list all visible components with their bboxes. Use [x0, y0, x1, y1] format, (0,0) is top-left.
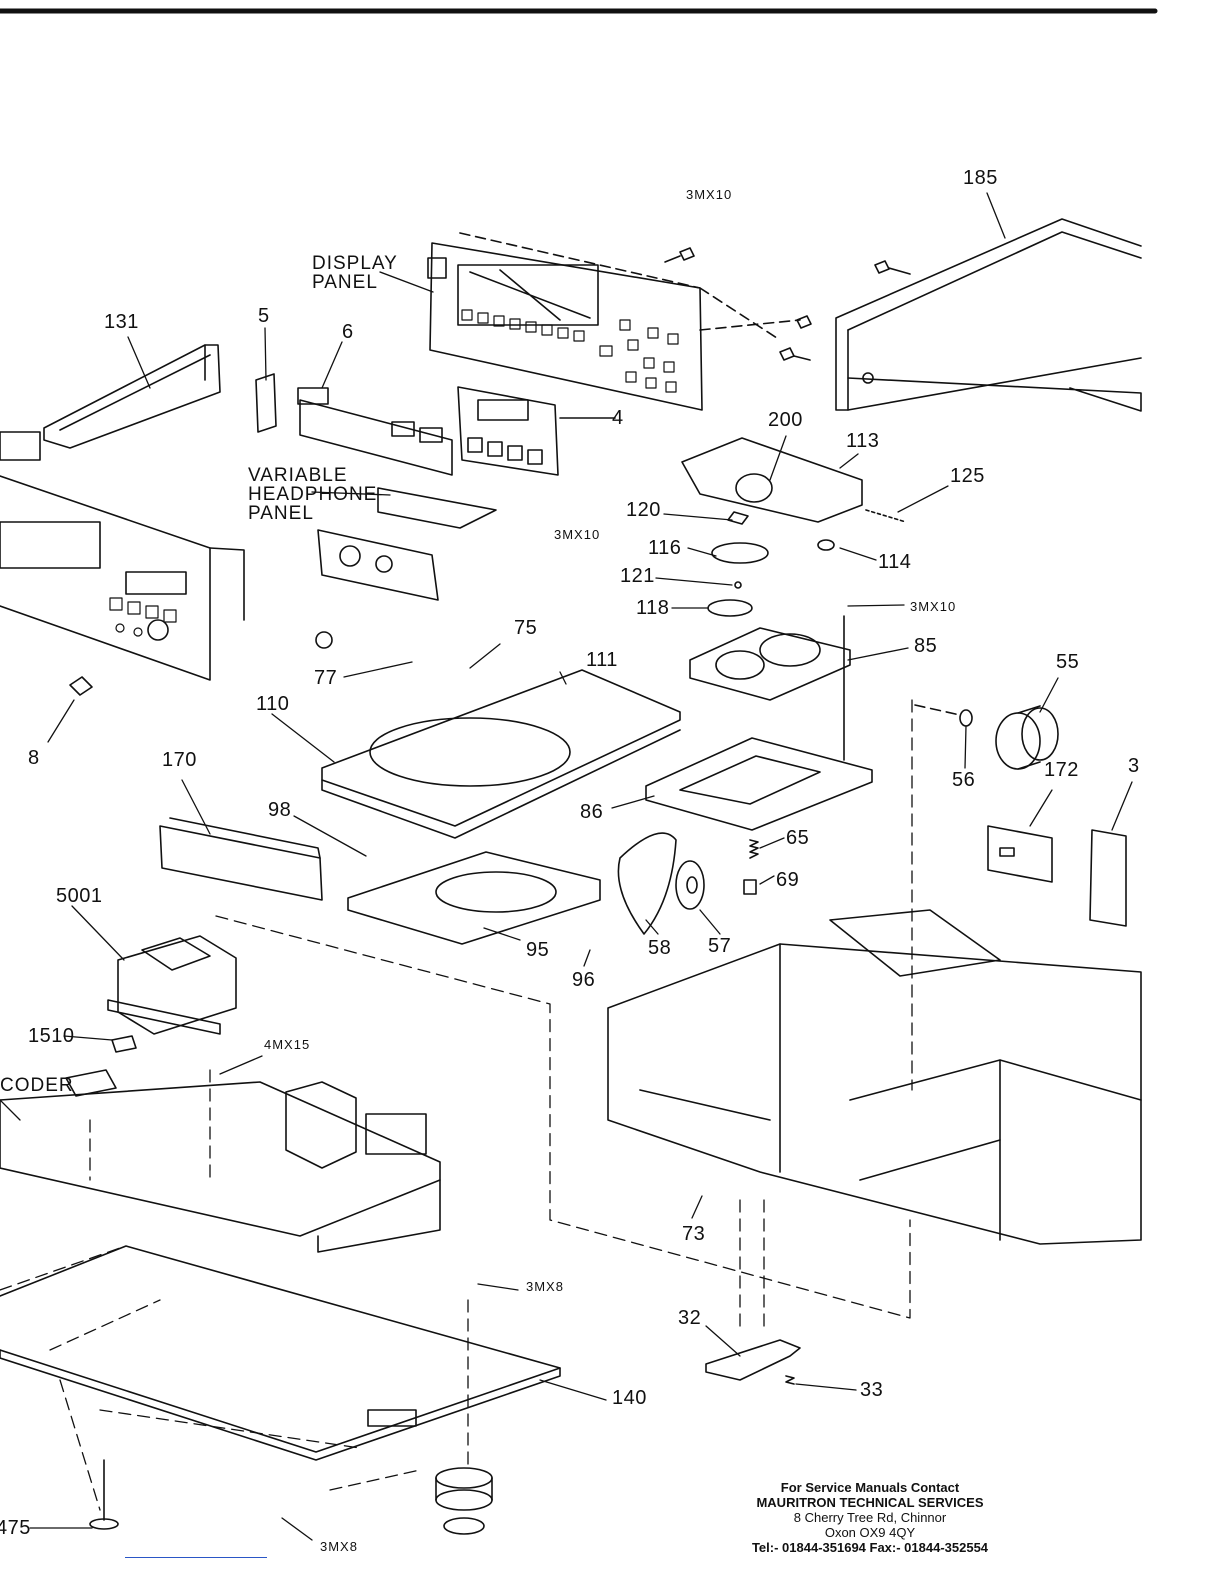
- screw-label-3mx10-right: 3MX10: [910, 599, 957, 614]
- spring-65-69: [743, 839, 759, 895]
- bracket-3: [1089, 829, 1127, 927]
- shaft-475: [89, 1459, 119, 1530]
- part-label-120: 120: [626, 499, 661, 521]
- part-label-125: 125: [950, 465, 985, 487]
- part-label-185: 185: [963, 167, 998, 189]
- contact-line-4: Oxon OX9 4QY: [824, 1525, 916, 1540]
- top-cover-185: [835, 218, 1142, 412]
- part-label-6: 6: [342, 321, 354, 343]
- headphone-panel: [315, 487, 497, 649]
- label-variable-headphone-panel: VARIABLE HEADPHONE PANEL: [248, 465, 378, 524]
- screws-top: [664, 247, 911, 361]
- part-label-33: 33: [860, 1379, 884, 1401]
- part-label-114: 114: [878, 551, 912, 573]
- part-label-170: 170: [162, 749, 197, 771]
- part-label-32: 32: [678, 1307, 702, 1329]
- part-label-96: 96: [572, 969, 596, 991]
- part-label-131: 131: [104, 311, 139, 333]
- part-label-55: 55: [1056, 651, 1080, 673]
- bottom-cover-140: [0, 1245, 561, 1461]
- part-label-3: 3: [1128, 755, 1140, 777]
- belt-58: [617, 832, 677, 935]
- service-contact: For Service Manuals Contact MAURITRON TE…: [740, 1480, 1000, 1555]
- contact-line-1: For Service Manuals Contact: [780, 1480, 960, 1495]
- part-label-1510: 1510: [28, 1025, 75, 1047]
- part-label-121: 121: [620, 565, 655, 587]
- switch-block-4: [457, 386, 616, 476]
- part-label-58: 58: [648, 937, 672, 959]
- lever-32: [705, 1339, 801, 1385]
- switch-bracket-6: [255, 373, 453, 476]
- front-panel: [0, 475, 245, 696]
- part-label-95: 95: [526, 939, 550, 961]
- part-label-5001: 5001: [56, 885, 103, 907]
- part-label-98: 98: [268, 799, 292, 821]
- part-label-113: 113: [846, 430, 880, 452]
- fuse-1510: [111, 1035, 137, 1053]
- part-label-140: 140: [612, 1387, 647, 1409]
- part-label-111: 111: [586, 649, 618, 671]
- screw-label-3mx10-mid: 3MX10: [554, 527, 601, 542]
- part-label-118: 118: [636, 597, 670, 619]
- part-label-57: 57: [708, 935, 732, 957]
- part-label-5: 5: [258, 305, 270, 327]
- loader-frame-86: [645, 737, 873, 831]
- part-label-56: 56: [952, 769, 976, 791]
- part-label-75: 75: [514, 617, 538, 639]
- contact-line-3: 8 Cherry Tree Rd, Chinnor: [793, 1510, 947, 1525]
- part-label-4: 4: [612, 407, 624, 429]
- tray-base-95: [347, 851, 601, 945]
- part-label-65: 65: [786, 827, 810, 849]
- bracket-131: [0, 344, 221, 461]
- transformer-5001: [107, 935, 237, 1035]
- label-encoder: CODER: [0, 1075, 74, 1096]
- screw-label-4mx15: 4MX15: [264, 1037, 311, 1052]
- chassis: [607, 909, 1142, 1245]
- link-underline: [125, 1557, 267, 1558]
- part-label-116: 116: [648, 537, 682, 559]
- label-display-panel: DISPLAY PANEL: [312, 253, 398, 293]
- part-label-200: 200: [768, 409, 803, 431]
- spindle-motor-85: [689, 615, 851, 761]
- clamp-assembly-113: [681, 437, 907, 617]
- display-panel-pcb: [427, 232, 801, 411]
- pulley-57: [675, 860, 705, 910]
- assembly-lines: [0, 699, 913, 1511]
- part-label-172: 172: [1044, 759, 1079, 781]
- disc-tray-110: [321, 669, 681, 839]
- contact-line-5: Tel:- 01844-351694 Fax:- 01844-352554: [751, 1540, 989, 1555]
- part-label-73: 73: [682, 1223, 706, 1245]
- part-label-8: 8: [28, 747, 40, 769]
- panel-170: [159, 817, 323, 901]
- part-label-86: 86: [580, 801, 604, 823]
- part-label-475: 475: [0, 1517, 31, 1539]
- foot: [435, 1467, 493, 1535]
- part-label-110: 110: [256, 693, 290, 715]
- screw-label-3mx10-top: 3MX10: [686, 187, 733, 202]
- part-label-85: 85: [914, 635, 938, 657]
- part-label-77: 77: [314, 667, 338, 689]
- part-label-69: 69: [776, 869, 800, 891]
- motor-55: [914, 704, 1059, 770]
- leader-lines: [0, 192, 1133, 1541]
- screw-label-3mx8-top: 3MX8: [526, 1279, 564, 1294]
- screw-label-3mx8-bottom: 3MX8: [320, 1539, 358, 1554]
- main-pcb: [0, 1069, 441, 1253]
- label-172: [987, 825, 1053, 883]
- contact-line-2: MAURITRON TECHNICAL SERVICES: [756, 1495, 984, 1510]
